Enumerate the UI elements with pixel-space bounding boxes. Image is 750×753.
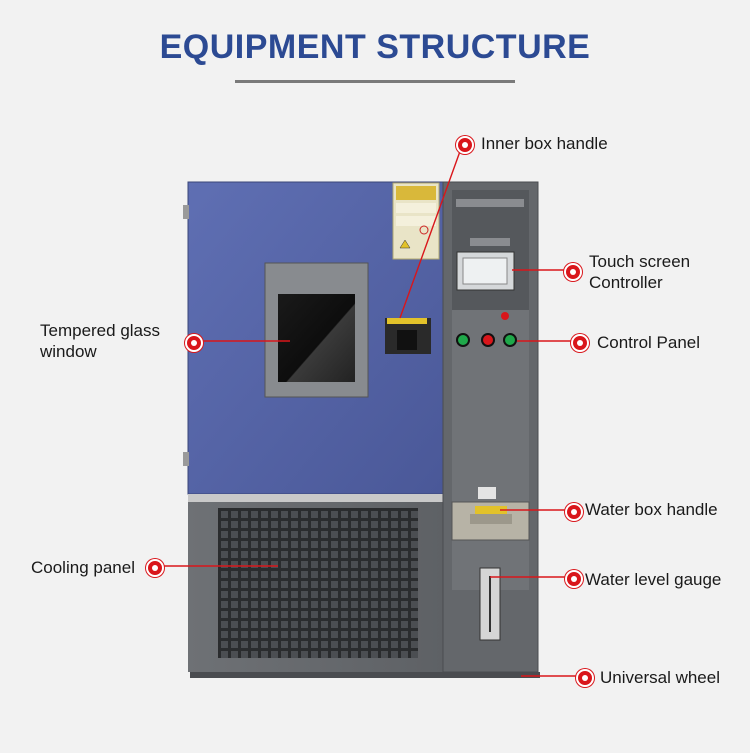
label-water-box-handle: Water box handle	[585, 500, 718, 519]
label-universal-wheel: Universal wheel	[600, 668, 720, 687]
touch-screen-dot	[564, 263, 582, 281]
page-title: EQUIPMENT STRUCTURE	[159, 28, 591, 66]
inner-box-handle-dot	[456, 136, 474, 154]
chamber-body	[183, 181, 540, 678]
label-control-panel: Control Panel	[597, 333, 701, 352]
universal-wheel-dot	[576, 669, 594, 687]
label-touch-screen-line2: Controller	[589, 273, 663, 292]
label-cooling-panel: Cooling panel	[31, 558, 135, 577]
label-touch-screen-line1: Touch screen	[589, 252, 691, 271]
tempered-glass-dot	[185, 334, 203, 352]
label-water-level-gauge: Water level gauge	[585, 570, 722, 589]
water-box-handle-dot	[565, 503, 583, 521]
title-underline	[235, 80, 515, 83]
water-level-gauge-dot	[565, 570, 583, 588]
control-panel-dot	[571, 334, 589, 352]
label-tempered-glass-line1: Tempered glass	[40, 321, 161, 340]
label-inner-box-handle: Inner box handle	[481, 134, 608, 153]
cooling-panel-dot	[146, 559, 164, 577]
callout-lines	[153, 142, 583, 677]
label-touch-screen-controller: Touch screen Controller	[589, 251, 690, 293]
label-tempered-glass-line2: window	[40, 342, 97, 361]
label-tempered-glass-window: Tempered glass window	[40, 320, 160, 362]
